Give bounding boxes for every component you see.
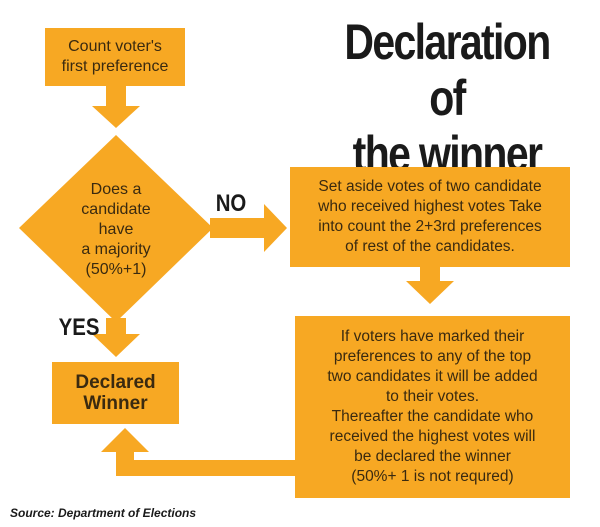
node-declared-winner: Declared Winner [52,362,179,424]
diagram-title: Declaration of the winner [336,14,557,182]
node-text: two candidates it will be added [327,368,538,385]
node-text: Does a [90,181,142,198]
node-text: into count the 2+3rd preferences [318,218,542,235]
node-text: Thereafter the candidate who [331,408,534,425]
node-text: candidate have [81,201,151,238]
node-text: (50%+1) [85,261,147,278]
node-text: Count voter's [68,38,162,55]
edge-label-yes: YES [58,314,100,341]
arrow-aside-to-transfer [406,267,454,304]
node-set-aside-votes: Set aside votes of two candidate who rec… [290,167,570,267]
arrow-yes-to-declared [92,318,140,357]
decision-text: Does a candidate have a majority (50%+1) [62,180,170,280]
arrow-no-to-aside [210,204,287,252]
node-text: a majority [81,241,151,258]
node-text: first preference [61,58,169,75]
node-text: received the highest votes will [329,428,536,445]
node-text: preferences to any of the top [333,348,532,365]
arrow-transfer-to-declared [101,428,296,476]
edge-label-no: NO [215,190,247,217]
decision-diamond [19,135,213,322]
arrow-count-to-decision [92,86,140,128]
source-credit: Source: Department of Elections [10,506,197,520]
node-text: Declared [75,372,156,393]
node-count-first-preference: Count voter's first preference [45,28,185,86]
node-transfer-preferences: If voters have marked their preferences … [295,316,570,498]
node-text: If voters have marked their [340,328,525,345]
title-line-1: Declaration of [344,14,551,126]
node-text: Set aside votes of two candidate [318,178,542,195]
node-text: Winner [83,393,148,414]
node-text: to their votes. [385,388,480,405]
node-text: be declared the winner [354,448,511,465]
node-text: who received highest votes Take [318,198,542,215]
node-text: (50%+ 1 is not requred) [351,468,514,485]
node-text: of rest of the candidates. [345,238,515,255]
